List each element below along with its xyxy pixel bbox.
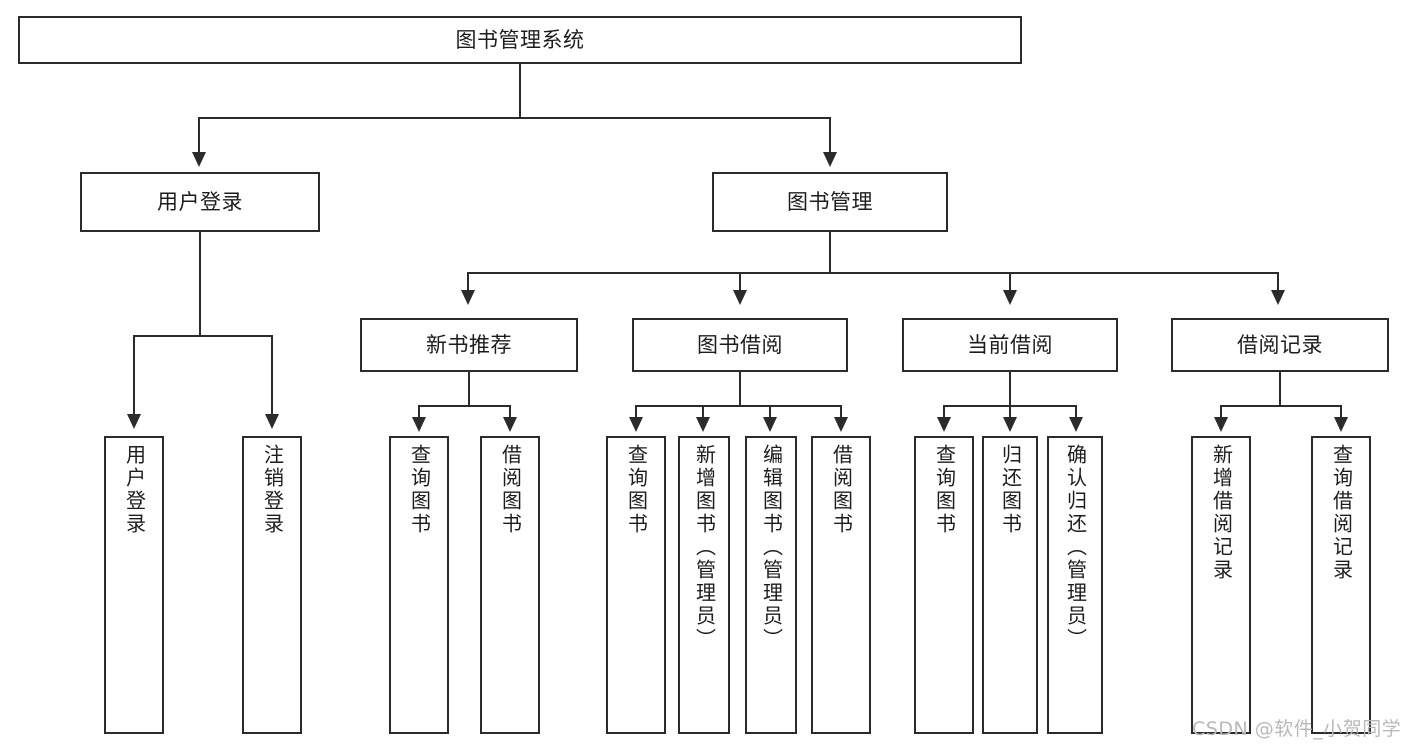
- leaf-add-record[interactable]: 新增借阅记录: [1191, 436, 1251, 734]
- leaf-edit-book[interactable]: 编辑图书（管理员）: [745, 436, 797, 734]
- node-user-login-label: 用户登录: [157, 189, 243, 214]
- arrow-to-leaf-add-book: [696, 417, 710, 432]
- connector-user-login-stem: [199, 232, 201, 336]
- arrow-to-leaf-confirm-return: [1069, 417, 1083, 432]
- connector-root-bus: [198, 117, 831, 119]
- leaf-query-book-1-label: 查询图书: [407, 444, 432, 536]
- connector-borrow-record-drop-2: [1340, 405, 1342, 419]
- connector-borrow-record-stem: [1279, 372, 1281, 406]
- connector-book-borrow-drop-3: [769, 405, 771, 419]
- connector-current-borrow-stem: [1009, 372, 1011, 406]
- leaf-return-book-label: 归还图书: [998, 444, 1023, 536]
- node-borrow-record-label: 借阅记录: [1237, 332, 1323, 357]
- leaf-query-book-1[interactable]: 查询图书: [389, 436, 449, 734]
- arrow-to-leaf-edit-book: [763, 417, 777, 432]
- connector-current-borrow-drop-1: [943, 405, 945, 419]
- connector-current-borrow-drop-3: [1075, 405, 1077, 419]
- arrow-to-leaf-user-logout: [265, 414, 279, 429]
- connector-root-stem: [519, 64, 521, 118]
- connector-root-drop-right: [829, 117, 831, 153]
- leaf-borrow-book-1[interactable]: 借阅图书: [480, 436, 540, 734]
- connector-new-book-stem: [468, 372, 470, 406]
- node-book-borrow-label: 图书借阅: [697, 332, 783, 357]
- arrow-to-user-login: [192, 152, 206, 167]
- arrow-to-book-management: [823, 152, 837, 167]
- node-book-borrow[interactable]: 图书借阅: [632, 318, 848, 372]
- arrow-to-borrow-record: [1271, 290, 1285, 305]
- connector-new-book-drop-2: [509, 405, 511, 419]
- leaf-add-book-label: 新增图书（管理员）: [692, 444, 717, 651]
- leaf-user-login[interactable]: 用户登录: [104, 436, 164, 734]
- arrow-to-leaf-query-record: [1334, 417, 1348, 432]
- leaf-confirm-return-label: 确认归还（管理员）: [1063, 444, 1088, 651]
- connector-book-borrow-bus: [635, 405, 842, 407]
- connector-book-borrow-drop-2: [702, 405, 704, 419]
- connector-level2-bus: [467, 272, 1279, 274]
- connector-user-login-drop-2: [271, 335, 273, 417]
- arrow-to-current-borrow: [1003, 290, 1017, 305]
- connector-level2-drop-3: [1009, 272, 1011, 292]
- leaf-query-book-2-label: 查询图书: [624, 444, 649, 536]
- leaf-query-record-label: 查询借阅记录: [1329, 444, 1354, 582]
- arrow-to-leaf-query-book-2: [629, 417, 643, 432]
- leaf-user-logout-label: 注销登录: [260, 444, 285, 536]
- leaf-query-book-2[interactable]: 查询图书: [606, 436, 666, 734]
- node-root[interactable]: 图书管理系统: [18, 16, 1022, 64]
- csdn-watermark: CSDN @软件_小贺同学: [1192, 718, 1402, 740]
- arrow-to-leaf-return-book: [1003, 417, 1017, 432]
- connector-user-login-bus: [133, 335, 273, 337]
- arrow-to-new-book-recommend: [461, 290, 475, 305]
- leaf-confirm-return[interactable]: 确认归还（管理员）: [1047, 436, 1103, 734]
- leaf-user-login-label: 用户登录: [122, 444, 147, 536]
- node-user-login[interactable]: 用户登录: [80, 172, 320, 232]
- connector-book-borrow-drop-4: [840, 405, 842, 419]
- arrow-to-leaf-borrow-book-1: [503, 417, 517, 432]
- leaf-query-record[interactable]: 查询借阅记录: [1311, 436, 1371, 734]
- leaf-add-record-label: 新增借阅记录: [1209, 444, 1234, 582]
- leaf-borrow-book-2-label: 借阅图书: [829, 444, 854, 536]
- arrow-to-leaf-user-login: [127, 414, 141, 429]
- connector-new-book-drop-1: [418, 405, 420, 419]
- arrow-to-book-borrow: [733, 290, 747, 305]
- node-book-management[interactable]: 图书管理: [712, 172, 948, 232]
- leaf-query-book-3-label: 查询图书: [932, 444, 957, 536]
- connector-new-book-bus: [418, 405, 511, 407]
- node-book-management-label: 图书管理: [787, 189, 873, 214]
- connector-book-management-stem: [829, 232, 831, 274]
- leaf-return-book[interactable]: 归还图书: [982, 436, 1038, 734]
- arrow-to-leaf-query-book-1: [412, 417, 426, 432]
- node-current-borrow[interactable]: 当前借阅: [902, 318, 1118, 372]
- leaf-add-book[interactable]: 新增图书（管理员）: [678, 436, 730, 734]
- connector-level2-drop-2: [739, 272, 741, 292]
- leaf-user-logout[interactable]: 注销登录: [242, 436, 302, 734]
- connector-root-drop-left: [198, 117, 200, 153]
- arrow-to-leaf-borrow-book-2: [834, 417, 848, 432]
- leaf-query-book-3[interactable]: 查询图书: [914, 436, 974, 734]
- node-current-borrow-label: 当前借阅: [967, 332, 1053, 357]
- connector-user-login-drop-1: [133, 335, 135, 417]
- connector-level2-drop-4: [1277, 272, 1279, 292]
- connector-borrow-record-bus: [1220, 405, 1342, 407]
- leaf-borrow-book-1-label: 借阅图书: [498, 444, 523, 536]
- connector-book-borrow-drop-1: [635, 405, 637, 419]
- arrow-to-leaf-query-book-3: [937, 417, 951, 432]
- connector-current-borrow-drop-2: [1009, 405, 1011, 419]
- node-new-book-recommend[interactable]: 新书推荐: [360, 318, 578, 372]
- leaf-borrow-book-2[interactable]: 借阅图书: [811, 436, 871, 734]
- arrow-to-leaf-add-record: [1214, 417, 1228, 432]
- connector-book-borrow-stem: [739, 372, 741, 406]
- node-borrow-record[interactable]: 借阅记录: [1171, 318, 1389, 372]
- connector-level2-drop-1: [467, 272, 469, 292]
- leaf-edit-book-label: 编辑图书（管理员）: [759, 444, 784, 651]
- connector-borrow-record-drop-1: [1220, 405, 1222, 419]
- node-new-book-recommend-label: 新书推荐: [426, 332, 512, 357]
- node-root-label: 图书管理系统: [455, 27, 585, 52]
